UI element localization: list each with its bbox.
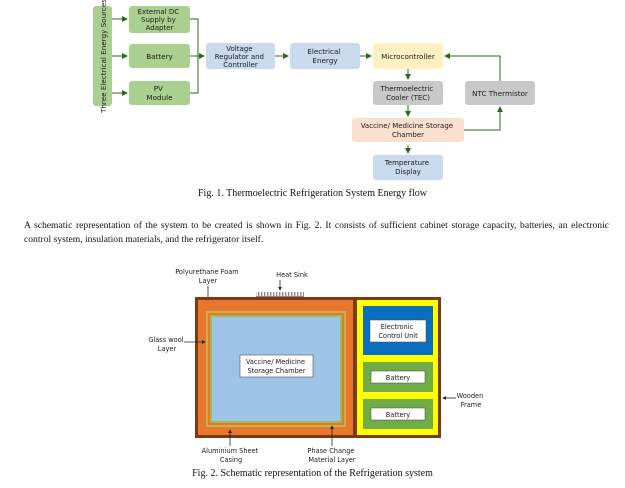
tec-line-2: Cooler (TEC) bbox=[386, 94, 430, 102]
figure-1-energy-flow: Three Electrical Energy Sources External… bbox=[93, 0, 535, 180]
chamber-line-2: Chamber bbox=[392, 131, 424, 139]
glass-wool-label-1: Glass wool bbox=[148, 336, 183, 344]
svg-text:Voltage Regulator and: Voltage Regulator and Controller bbox=[215, 45, 267, 69]
heat-sink bbox=[256, 292, 304, 298]
display-line-1: Temperature bbox=[384, 159, 429, 167]
battery-text: Battery bbox=[146, 52, 173, 61]
svg-text:Phase Change Material La: Phase Change Material Layer bbox=[307, 447, 356, 464]
micro-text: Microcontroller bbox=[381, 52, 435, 61]
body-paragraph: A schematic representation of the system… bbox=[24, 220, 609, 245]
figure-2-schematic: Polyurethane Foam Layer Heat Sink Vaccin… bbox=[148, 268, 486, 464]
energy-line-1: Electrical bbox=[307, 47, 340, 56]
svg-text:Aluminium Sheet Casing: Aluminium Sheet Casing bbox=[202, 447, 261, 464]
sources-bar bbox=[93, 6, 112, 106]
chamber-label-1: Vaccine/ Medicine bbox=[246, 358, 305, 366]
box-pv-module: PV Module bbox=[129, 81, 190, 105]
wooden-frame-label-1: Wooden bbox=[457, 392, 484, 400]
display-line-2: Display bbox=[395, 168, 421, 176]
box-storage-chamber: Vaccine/ Medicine Storage Chamber bbox=[352, 118, 464, 142]
adapter-line-2: Supply by bbox=[141, 16, 176, 24]
wooden-frame-label-2: Frame bbox=[461, 401, 482, 409]
svg-text:External DC Supply by: External DC Supply by Adapter bbox=[138, 8, 182, 32]
battery-2-label: Battery bbox=[386, 411, 411, 419]
box-thermoelectric-cooler: Thermoelectric Cooler (TEC) bbox=[373, 81, 443, 105]
svg-text:Vaccine/ Medicine Storage: Vaccine/ Medicine Storage Chamber bbox=[361, 122, 456, 139]
svg-text:Thermoelectric Cooler: Thermoelectric Cooler (TEC) bbox=[380, 85, 436, 102]
regulator-line-2: Regulator and bbox=[215, 53, 264, 61]
svg-text:Vaccine/ Medicine Storag: Vaccine/ Medicine Storage Chamber bbox=[246, 358, 307, 375]
box-voltage-regulator: Voltage Regulator and Controller bbox=[206, 43, 275, 69]
box-battery: Battery bbox=[129, 44, 190, 68]
aluminium-label-1: Aluminium Sheet bbox=[202, 447, 259, 455]
aluminium-label-2: Casing bbox=[220, 456, 242, 464]
svg-text:Electronic Control Unit: Electronic Control Unit bbox=[378, 323, 418, 340]
ecu-label-1: Electronic bbox=[381, 323, 414, 331]
svg-text:Electrical Energy: Electrical Energy bbox=[307, 47, 342, 65]
adapter-line-1: External DC bbox=[138, 8, 180, 16]
adapter-line-3: Adapter bbox=[146, 24, 174, 32]
svg-text:Glass wool Layer: Glass wool Layer bbox=[148, 336, 185, 353]
svg-text:Temperature Display: Temperature Display bbox=[384, 159, 432, 176]
box-temperature-display: Temperature Display bbox=[373, 155, 443, 180]
pu-foam-label-1: Polyurethane Foam bbox=[175, 268, 239, 276]
chamber-label-2: Storage Chamber bbox=[247, 367, 305, 375]
sources-label: Three Electrical Energy Sources bbox=[99, 0, 108, 114]
pcm-label-2: Material Layer bbox=[308, 456, 356, 464]
svg-text:Wooden Frame: Wooden Frame bbox=[457, 392, 486, 409]
pcm-label-1: Phase Change bbox=[307, 447, 354, 455]
ecu-label-2: Control Unit bbox=[378, 332, 418, 340]
heat-sink-label: Heat Sink bbox=[276, 271, 308, 279]
glass-wool-label-2: Layer bbox=[158, 345, 177, 353]
energy-line-2: Energy bbox=[312, 56, 338, 65]
chamber-line-1: Vaccine/ Medicine Storage bbox=[361, 122, 453, 130]
box-electrical-energy: Electrical Energy bbox=[290, 43, 360, 69]
battery-1-label: Battery bbox=[386, 374, 411, 382]
tec-line-1: Thermoelectric bbox=[380, 85, 434, 93]
pv-line-2: Module bbox=[146, 93, 173, 102]
ntc-text: NTC Thermistor bbox=[472, 89, 528, 98]
svg-text:Polyurethane Foam Layer: Polyurethane Foam Layer bbox=[175, 268, 241, 285]
box-adapter: External DC Supply by Adapter bbox=[129, 6, 190, 33]
pu-foam-label-2: Layer bbox=[199, 277, 218, 285]
pv-line-1: PV bbox=[154, 84, 163, 93]
svg-text:PV Module: PV Module bbox=[146, 84, 173, 102]
figure-1-caption: Fig. 1. Thermoelectric Refrigeration Sys… bbox=[197, 188, 428, 199]
regulator-line-3: Controller bbox=[223, 61, 258, 69]
box-ntc-thermistor: NTC Thermistor bbox=[465, 81, 535, 105]
regulator-line-1: Voltage bbox=[226, 45, 252, 53]
figure-2-caption: Fig. 2. Schematic representation of the … bbox=[192, 468, 433, 479]
box-microcontroller: Microcontroller bbox=[373, 43, 443, 69]
